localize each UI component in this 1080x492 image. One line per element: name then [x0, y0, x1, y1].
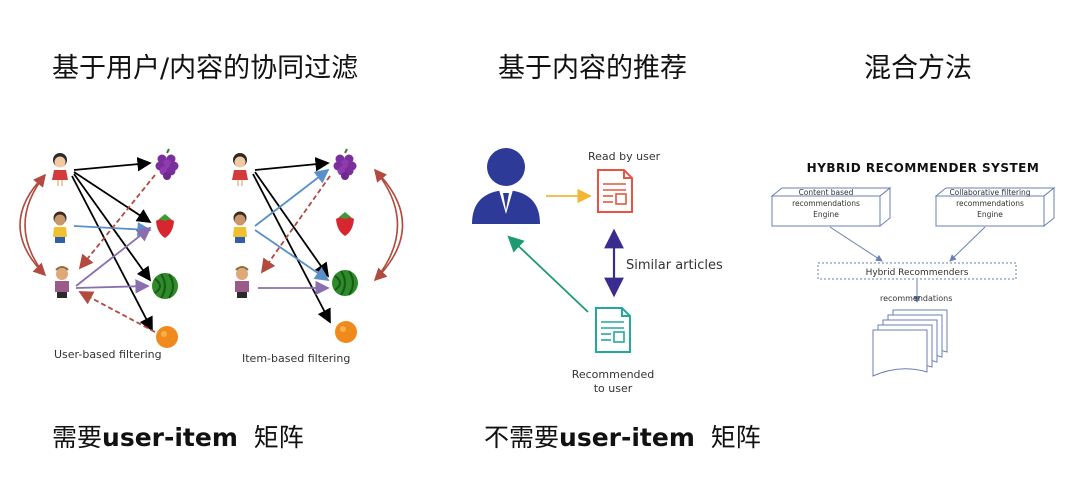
- caption-no-matrix: 不需要user-item 矩阵: [484, 418, 761, 454]
- heading-content-based: 基于内容的推荐: [498, 53, 687, 84]
- recommendations-stack-icon: [872, 309, 948, 377]
- caption-term: user-item: [559, 423, 695, 452]
- heading-hybrid: 混合方法: [864, 53, 972, 84]
- caption-prefix: 不需要: [484, 423, 560, 452]
- watermelon-icon: [331, 269, 359, 297]
- item-based-diagram: Item-based filtering: [232, 148, 404, 365]
- caption-term: user-item: [102, 423, 238, 452]
- caption-suffix: 矩阵: [710, 423, 761, 452]
- caption-suffix: 矩阵: [253, 423, 304, 452]
- hybrid-title: HYBRID RECOMMENDER SYSTEM: [807, 161, 1040, 175]
- content-engine-line1: Content based: [799, 188, 854, 197]
- collab-engine-line2: recommendations: [956, 199, 1024, 208]
- caption-prefix: 需要: [52, 423, 103, 452]
- similar-articles-label: Similar articles: [626, 258, 723, 273]
- caption-needs-matrix: 需要user-item 矩阵: [52, 418, 304, 454]
- heading-collaborative-filtering: 基于用户/内容的协同过滤: [52, 53, 359, 84]
- grape-icon: [154, 148, 180, 181]
- user-boy-icon: [233, 211, 247, 243]
- user-man-icon: [234, 266, 250, 299]
- orange-icon: [335, 321, 357, 343]
- watermelon-icon: [151, 272, 179, 300]
- grape-icon: [332, 148, 358, 181]
- collab-engine-line1: Collaborative filtering: [949, 188, 1030, 197]
- item-based-label: Item-based filtering: [242, 352, 350, 365]
- content-engine-box: Content based recommendations Engine: [770, 186, 892, 228]
- strawberry-icon: [156, 214, 174, 238]
- collab-engine-box: Collaborative filtering recommendations …: [934, 186, 1056, 228]
- collab-engine-line3: Engine: [977, 210, 1003, 219]
- recommendations-label: recommendations: [880, 294, 952, 303]
- hybrid-recommenders-label: Hybrid Recommenders: [866, 268, 969, 278]
- strawberry-icon: [336, 212, 354, 236]
- user-avatar-icon: [472, 148, 540, 224]
- user-girl-icon: [232, 153, 248, 186]
- user-based-label: User-based filtering: [54, 348, 162, 361]
- user-man-icon: [54, 266, 70, 299]
- hybrid-diagram: HYBRID RECOMMENDER SYSTEM Content based …: [770, 161, 1056, 377]
- content-based-diagram: Read by user Similar articles Recommende…: [472, 148, 723, 395]
- content-engine-line3: Engine: [813, 210, 839, 219]
- hybrid-recommenders-box: [817, 262, 1017, 280]
- recommended-label-line1: Recommended: [572, 368, 655, 381]
- recommended-document-icon: [595, 307, 631, 353]
- read-by-user-label: Read by user: [588, 150, 661, 163]
- content-engine-line2: recommendations: [792, 199, 860, 208]
- read-document-icon: [597, 169, 633, 213]
- user-based-diagram: User-based filtering: [19, 148, 180, 361]
- user-girl-icon: [52, 153, 68, 186]
- user-boy-icon: [53, 211, 67, 243]
- recommended-label-line2: to user: [594, 382, 633, 395]
- orange-icon: [156, 326, 178, 348]
